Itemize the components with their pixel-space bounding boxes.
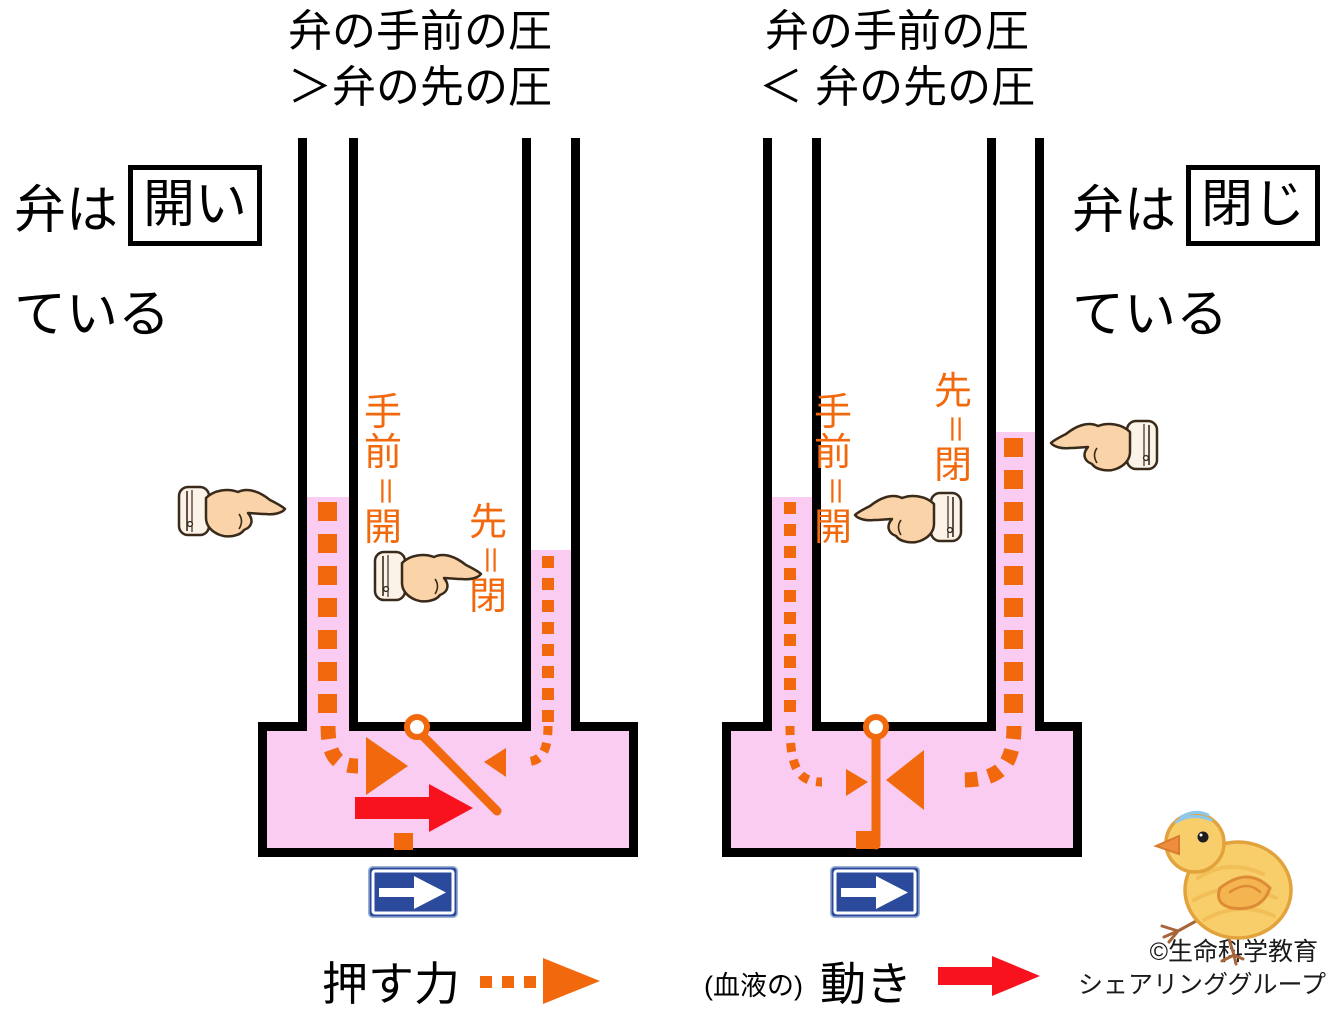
left-panel-pipe-wall xyxy=(298,138,307,731)
chick-crayon-drawing-icon xyxy=(1153,810,1293,966)
pointing-hand-icon xyxy=(177,485,287,538)
left-title: 弁の手前の圧 ＞弁の先の圧 xyxy=(288,4,552,117)
right-status-boxed-word: 閉じ xyxy=(1186,165,1321,246)
left-status-boxed-word: 開い xyxy=(128,165,263,246)
right-panel-pipe-wall xyxy=(763,138,772,731)
chamber-top-border xyxy=(349,722,531,731)
copyright-credit: ©生命科学教育 シェアリンググループ xyxy=(1078,936,1327,1001)
left-panel-strong-force-dotted-line xyxy=(318,502,337,722)
push-force-legend-label: 押す力 xyxy=(322,958,460,1010)
left-panel-before-valve-label: 手 前 ＝ 開 xyxy=(363,392,403,549)
chamber-top-border xyxy=(258,722,307,731)
movement-legend-arrowhead xyxy=(992,956,1040,996)
left-status: 弁は 開い xyxy=(14,165,263,246)
right-panel-chamber xyxy=(722,722,1082,857)
right-panel-pipe-wall xyxy=(987,138,996,731)
pointing-hand-icon xyxy=(850,486,964,548)
right-panel-strong-force-dotted-line xyxy=(1004,438,1023,722)
one-way-arrow-sign-icon xyxy=(368,866,458,918)
copyright-line2: シェアリンググループ xyxy=(1078,970,1327,999)
left-panel-pipe-wall xyxy=(571,138,580,731)
left-title-line1: 弁の手前の圧 xyxy=(288,7,552,56)
right-status-prefix: 弁は xyxy=(1072,181,1177,240)
movement-legend-prefix: (血液の) xyxy=(704,971,803,1001)
right-title-line1: 弁の手前の圧 xyxy=(764,7,1029,56)
chamber-top-border xyxy=(571,722,638,731)
left-panel-after-valve-label: 先 ＝ 閉 xyxy=(468,502,508,619)
right-panel-weak-force-dotted-line xyxy=(784,502,796,722)
left-panel-weak-force-dotted-line xyxy=(542,556,554,722)
right-panel-pipe-wall xyxy=(1035,138,1044,731)
left-title-line2: ＞弁の先の圧 xyxy=(288,63,552,113)
chamber-top-border xyxy=(722,722,772,731)
right-status: 弁は 閉じ xyxy=(1072,165,1321,246)
push-force-legend-arrowhead xyxy=(543,958,600,1004)
right-status-suffix: ている xyxy=(1072,286,1229,344)
right-title-line2: ＜ 弁の先の圧 xyxy=(758,63,1036,113)
pointing-hand-icon xyxy=(1046,414,1160,476)
pointing-hand-icon xyxy=(373,550,483,603)
movement-legend-label: 動き xyxy=(820,958,912,1010)
left-status-suffix: ている xyxy=(14,286,171,344)
right-panel-pipe-wall xyxy=(812,138,821,731)
push-force-legend-dotted-line xyxy=(480,976,540,988)
movement-legend-arrow xyxy=(938,967,994,985)
chamber-top-border xyxy=(812,722,996,731)
left-panel-pipe-wall xyxy=(349,138,358,731)
right-panel-before-valve-label: 手 前 ＝ 開 xyxy=(813,392,853,549)
chamber-top-border xyxy=(1035,722,1082,731)
right-title: 弁の手前の圧 ＜ 弁の先の圧 xyxy=(759,4,1035,117)
right-panel-after-valve-label: 先 ＝ 閉 xyxy=(933,371,973,488)
one-way-arrow-sign-icon xyxy=(830,866,920,918)
left-status-prefix: 弁は xyxy=(14,181,119,240)
left-panel-pipe-wall xyxy=(522,138,531,731)
left-panel-chamber xyxy=(258,722,638,857)
